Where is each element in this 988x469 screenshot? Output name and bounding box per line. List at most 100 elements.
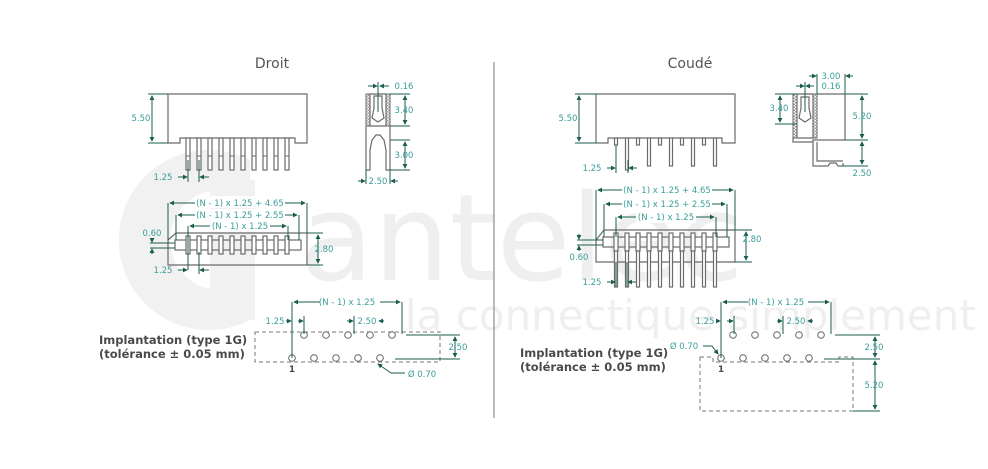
left-layout-span-label: (N - 1) x 1.25 xyxy=(319,298,375,308)
left-layout-offset-label: 1.25 xyxy=(266,317,285,327)
right-panel-title: Coudé xyxy=(668,56,713,72)
hole-bottom-row xyxy=(354,354,362,362)
left-layout-row-spacing-label: 2.50 xyxy=(449,343,468,353)
hole-bottom-row xyxy=(332,354,340,362)
right-layout-hole-label: Ø 0.70 xyxy=(670,341,698,352)
left-front-view: 5.50 1.25 xyxy=(132,93,308,183)
pin xyxy=(262,137,268,171)
pin-leg xyxy=(635,250,641,288)
pin xyxy=(218,235,224,255)
pin xyxy=(613,137,619,146)
right-front-height-label: 5.50 xyxy=(559,114,578,124)
left-top-pitch-label: 1.25 xyxy=(154,266,173,276)
right-layout-pin1-label: 1 xyxy=(718,365,724,375)
pin xyxy=(240,235,246,255)
right-layout-offset-label: 1.25 xyxy=(696,317,715,327)
left-layout-pin1-label: 1 xyxy=(289,365,295,375)
left-top-offset-label: 0.60 xyxy=(143,229,162,239)
hole-top-row xyxy=(751,331,759,339)
pin-leg xyxy=(679,250,685,288)
right-side-leg-label: 2.50 xyxy=(853,169,872,179)
right-pcb-layout: Implantation (type 1G) (tolérance ± 0.05… xyxy=(520,296,884,412)
pin-leg xyxy=(712,250,718,288)
pin-leg xyxy=(646,250,652,288)
right-side-upper-label: 3.40 xyxy=(770,104,789,114)
pin xyxy=(240,137,246,171)
pin xyxy=(668,232,674,252)
left-panel-title: Droit xyxy=(255,56,290,72)
hole-top-row xyxy=(817,331,825,339)
pin-leg xyxy=(690,250,696,288)
pin-leg xyxy=(701,250,707,288)
right-top-pitch-label: 1.25 xyxy=(583,278,602,288)
pin xyxy=(229,235,235,255)
right-top-depth-label: 2.80 xyxy=(743,235,762,245)
hole-bottom-row xyxy=(805,354,813,362)
right-layout-row-spacing-label: 2.50 xyxy=(865,343,884,353)
pin xyxy=(624,232,630,252)
left-front-height-label: 5.50 xyxy=(132,114,151,124)
right-layout-row-pitch-label: 2.50 xyxy=(787,317,806,327)
right-top-inner-label: (N - 1) x 1.25 + 2.55 xyxy=(623,200,711,210)
right-top-view: (N - 1) x 1.25 + 4.65 (N - 1) x 1.25 + 2… xyxy=(570,183,762,288)
hole-top-row xyxy=(344,331,352,339)
left-top-view: (N - 1) x 1.25 + 4.65 (N - 1) x 1.25 + 2… xyxy=(143,196,334,276)
left-layout-hole-label: Ø 0.70 xyxy=(408,369,436,380)
pin xyxy=(657,232,663,252)
pin xyxy=(262,235,268,255)
left-pcb-layout: Implantation (type 1G) (tolérance ± 0.05… xyxy=(99,296,467,380)
left-layout-title: Implantation (type 1G) xyxy=(99,333,247,347)
pin xyxy=(273,137,279,171)
right-layout-span-label: (N - 1) x 1.25 xyxy=(748,298,804,308)
left-top-pin-span-label: (N - 1) x 1.25 xyxy=(212,222,268,232)
pin xyxy=(635,232,641,252)
right-front-view: 5.50 1.25 xyxy=(559,93,736,174)
pin xyxy=(207,235,213,255)
right-side-depth-label: 3.00 xyxy=(822,72,841,82)
hole-top-row xyxy=(366,331,374,339)
left-front-pitch-label: 1.25 xyxy=(154,173,173,183)
pin xyxy=(273,235,279,255)
right-panel: Coudé 5.50 1.25 xyxy=(520,56,884,412)
pin xyxy=(690,137,696,167)
left-top-inner-label: (N - 1) x 1.25 + 2.55 xyxy=(196,211,284,221)
pin xyxy=(251,235,257,255)
pin-leg xyxy=(657,250,663,288)
hole-bottom-row xyxy=(761,354,769,362)
watermark: antelec la connectique simplement xyxy=(118,150,976,340)
right-side-view: 3.00 0.16 3.40 5.20 2.50 xyxy=(770,72,872,179)
pin-leg xyxy=(668,250,674,288)
right-layout-tolerance: (tolérance ± 0.05 mm) xyxy=(520,360,666,374)
right-top-pin-span-label: (N - 1) x 1.25 xyxy=(638,213,694,223)
left-side-blade-label: 0.16 xyxy=(395,82,414,92)
watermark-logo-arc xyxy=(118,150,250,330)
right-side-height-label: 5.20 xyxy=(853,112,872,122)
right-side-blade-label: 0.16 xyxy=(822,82,841,92)
pin xyxy=(284,137,290,171)
pin xyxy=(218,137,224,171)
pin xyxy=(196,235,202,255)
pin xyxy=(690,232,696,252)
pin xyxy=(284,235,290,255)
pin xyxy=(701,232,707,252)
pin xyxy=(635,137,641,146)
hole-top-row xyxy=(795,331,803,339)
right-layout-title: Implantation (type 1G) xyxy=(520,346,668,360)
right-layout-body-label: 5.20 xyxy=(865,381,884,391)
pin xyxy=(229,137,235,171)
pin xyxy=(657,137,663,146)
left-side-width-label: 2.50 xyxy=(369,177,388,187)
hole-bottom-row xyxy=(376,354,384,362)
right-top-offset-label: 0.60 xyxy=(570,253,589,263)
pin xyxy=(668,137,674,167)
pin xyxy=(624,137,630,171)
pin xyxy=(701,137,707,146)
pin xyxy=(712,137,718,167)
left-top-depth-label: 2.80 xyxy=(315,245,334,255)
left-side-lower-label: 3.00 xyxy=(395,151,414,161)
watermark-tagline: la connectique simplement xyxy=(405,291,976,340)
pin xyxy=(207,137,213,171)
right-top-overall-label: (N - 1) x 1.25 + 4.65 xyxy=(623,186,711,196)
hole-bottom-row xyxy=(310,354,318,362)
pin xyxy=(646,232,652,252)
